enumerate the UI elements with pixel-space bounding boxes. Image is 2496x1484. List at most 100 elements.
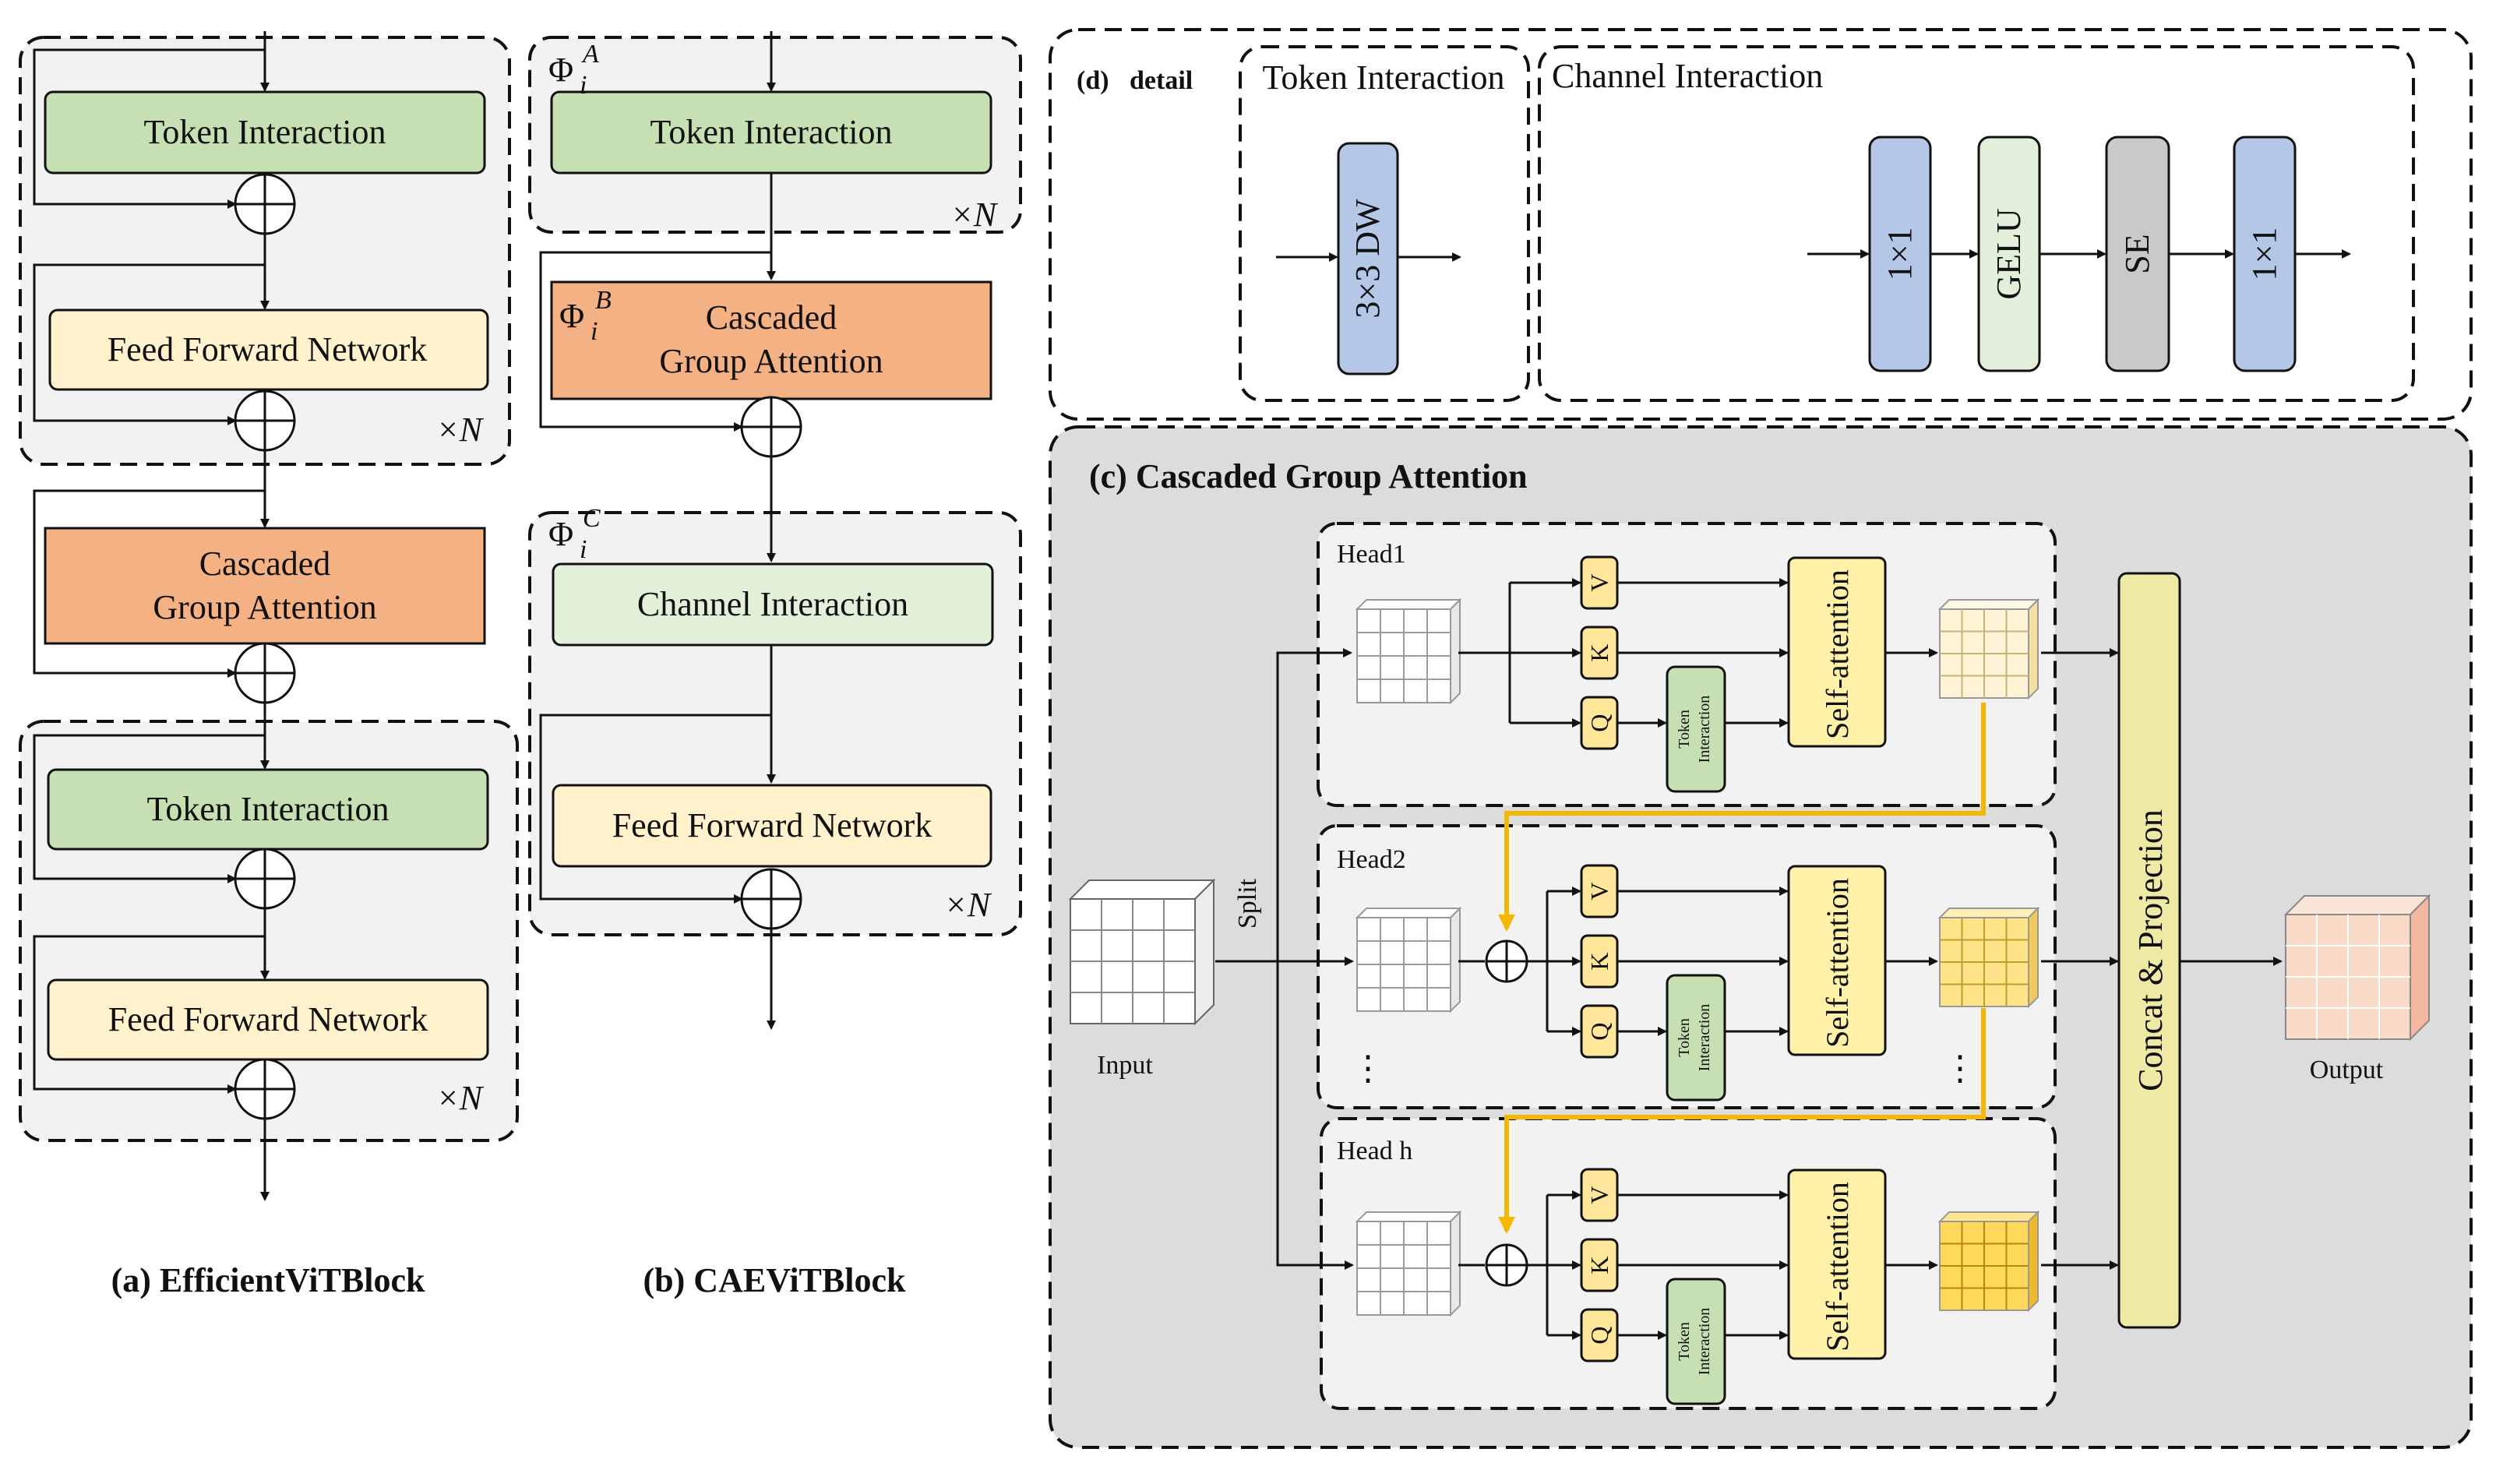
c-head-1-token-label-2: Interaction [1696, 696, 1713, 763]
a-ffn-box-1 [48, 308, 489, 391]
c-split-label: Split [1233, 878, 1262, 929]
a-token-interaction-label-2: Token Interaction [147, 790, 390, 828]
c-input-cube [1068, 878, 1216, 1026]
c-head-1-token-label-1: Token [1676, 710, 1693, 749]
c-head-3-token-label-2: Interaction [1696, 1308, 1713, 1376]
c-head-2-v-label: V [1585, 882, 1613, 900]
c-head-1-q-label: Q [1585, 714, 1613, 731]
d-gelu-box [1977, 136, 2041, 372]
d-title-word: detail [1130, 66, 1193, 95]
b-ffn-label: Feed Forward Network [612, 806, 932, 844]
a-ffn-label-1: Feed Forward Network [108, 330, 428, 368]
b-add-node-1 [740, 396, 802, 458]
b-phi-a-symbol: Φ [548, 51, 573, 89]
a-add-node-2 [234, 390, 296, 452]
panel-a: Token Interaction Feed Forward Network C… [19, 31, 519, 1299]
b-phi-b-sup: B [595, 286, 612, 315]
d-channel-title: Channel Interaction [1552, 57, 1823, 95]
b-phi-b: Φ B i [559, 286, 612, 346]
c-head-2-token-label-1: Token [1676, 1018, 1693, 1057]
b-phi-a-sub: i [580, 71, 587, 100]
b-token-interaction-label: Token Interaction [650, 113, 893, 151]
d-token-title: Token Interaction [1263, 58, 1505, 97]
b-phi-c-sub: i [580, 535, 587, 564]
c-input-label: Input [1097, 1051, 1153, 1080]
c-vdots-left: ⋮ [1351, 1049, 1385, 1087]
b-cga-box [550, 280, 992, 400]
c-output-label: Output [2310, 1056, 2384, 1084]
c-head-2-q-label: Q [1585, 1022, 1613, 1040]
panel-d: (d) detail Token Interaction 3×3 DW Chan… [1049, 28, 2473, 421]
b-ffn-box [552, 784, 992, 868]
b-phi-b-symbol: Φ [559, 297, 584, 335]
c-vdots-right: ⋮ [1943, 1049, 1977, 1087]
c-head-2-input-cube [1355, 906, 1462, 1013]
b-channel-interaction-box [552, 562, 994, 647]
c-head-3-v-label: V [1585, 1186, 1613, 1204]
a-token-interaction-label-1: Token Interaction [144, 113, 386, 151]
c-head-2-output-cube [1937, 906, 2040, 1009]
c-head-3-token-box [1666, 1278, 1726, 1405]
a-caption: (a) EfficientViTBlock [111, 1261, 425, 1299]
c-concat-label: Concat & Projection [2131, 809, 2170, 1091]
b-repeat-label-1: ×N [950, 196, 999, 234]
d-channel-frame [1538, 45, 2415, 402]
b-phi-c-symbol: Φ [548, 515, 573, 553]
b-caption: (b) CAEViTBlock [643, 1261, 906, 1299]
a-add-node-3 [234, 642, 296, 704]
b-cga-label-line2: Group Attention [659, 342, 883, 380]
a-add-node-1 [234, 173, 296, 235]
c-head-2-token-label-2: Interaction [1696, 1004, 1713, 1072]
b-phi-c-sup: C [583, 504, 601, 533]
c-head-2-token-box [1666, 974, 1726, 1102]
c-head-1-self-attn-label: Self-attention [1820, 569, 1855, 739]
d-conv2-box [2233, 136, 2297, 372]
a-repeat-label-2: ×N [436, 1079, 485, 1117]
b-phi-c: Φ C i [548, 504, 601, 564]
c-head-2-k-label: K [1585, 952, 1613, 970]
a-add-node-5 [234, 1058, 296, 1120]
b-channel-interaction-label: Channel Interaction [637, 585, 908, 623]
c-head-3-self-attn-label: Self-attention [1820, 1182, 1855, 1352]
b-phi-a-sup: A [581, 40, 599, 69]
c-head2-label: Head2 [1337, 845, 1406, 874]
c-head-3-token-label-1: Token [1676, 1322, 1693, 1361]
b-repeat-label-2: ×N [944, 886, 992, 924]
c-head1-label: Head1 [1337, 540, 1406, 569]
d-conv1-label: 1×1 [1881, 227, 1919, 281]
d-se-box [2105, 136, 2170, 372]
d-dw-label: 3×3 DW [1348, 199, 1387, 319]
c-head-3-q-label: Q [1585, 1326, 1613, 1344]
c-head-1-output-cube [1937, 597, 2040, 700]
a-token-interaction-box-1 [44, 90, 486, 174]
c-cascade-connectors [1498, 703, 1986, 1234]
a-repeat-label-1: ×N [436, 411, 485, 449]
c-cascade-2-h [1498, 1008, 1986, 1234]
a-add-node-4 [234, 848, 296, 910]
d-conv2-label: 1×1 [2245, 227, 2283, 281]
d-dw-box [1337, 142, 1399, 375]
b-phi-b-sub: i [591, 317, 598, 346]
d-conv1-box [1868, 136, 1932, 372]
b-token-interaction-box [550, 90, 992, 174]
c-head-3-output-cube [1937, 1210, 2040, 1313]
a-add-nodes [234, 173, 296, 1120]
c-head-2-self-attn-label: Self-attention [1820, 878, 1855, 1048]
c-concat-box [2117, 572, 2181, 1329]
d-title-prefix: (d) [1077, 66, 1109, 95]
c-head-1-k-label: K [1585, 643, 1613, 661]
c-split-connectors [1215, 648, 1354, 1270]
a-ffn-label-2: Feed Forward Network [108, 1000, 428, 1038]
c-head-1-token-box [1666, 665, 1726, 793]
c-headh-label: Head h [1337, 1137, 1412, 1165]
d-se-label: SE [2118, 234, 2156, 273]
d-gelu-label: GELU [1990, 208, 2028, 299]
c-cascade-1-2 [1498, 703, 1986, 932]
panel-b-connectors [539, 31, 776, 1030]
